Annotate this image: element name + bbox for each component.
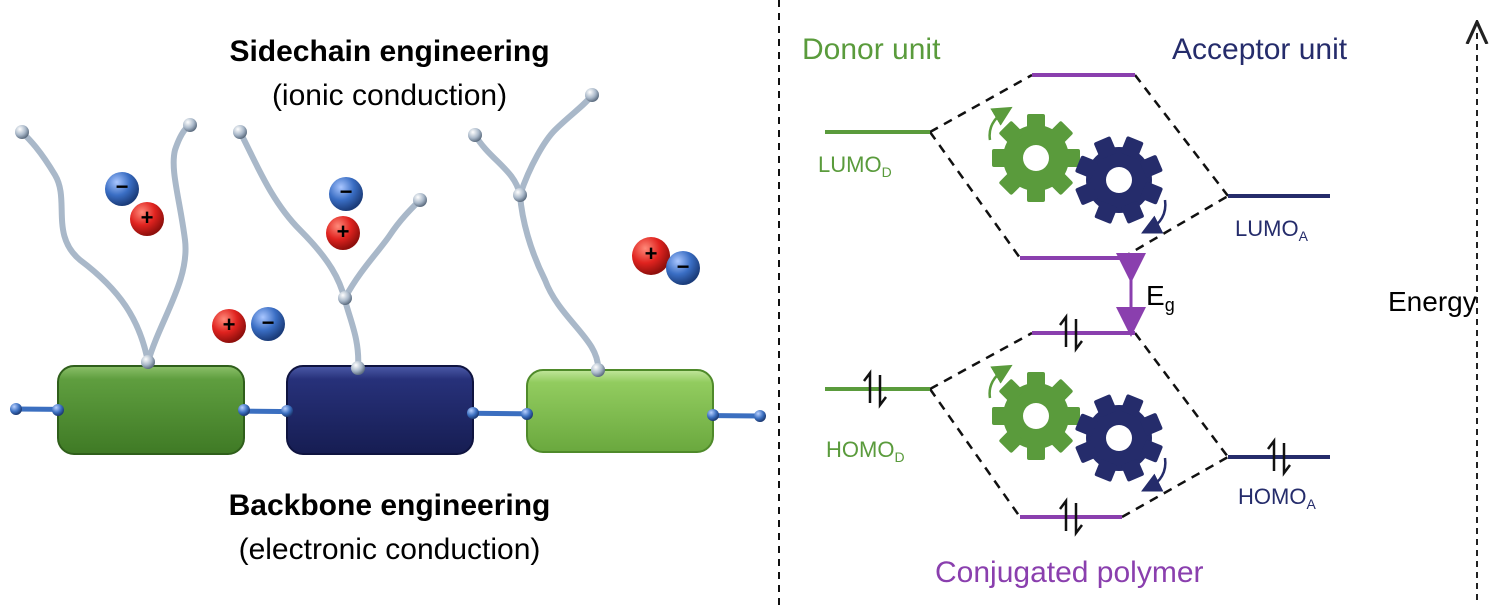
polymer-illustration — [10, 88, 766, 455]
gear-pair-bottom — [988, 364, 1167, 492]
rotation-arrow-icon — [988, 106, 1013, 141]
ion-pairs — [105, 172, 700, 343]
side-chain — [472, 132, 602, 373]
navy-gear-icon — [1075, 394, 1163, 482]
top-hexagon — [928, 73, 1229, 260]
rotation-arrow-icon — [988, 364, 1013, 399]
navy-gear-icon — [1075, 136, 1163, 224]
light-donor-block — [526, 369, 714, 453]
acceptor-unit-label: Acceptor unit — [1172, 33, 1348, 66]
homo-a-label: HOMOA — [1238, 484, 1316, 512]
lumo-d-sub: D — [881, 164, 892, 180]
spin-pair — [1059, 313, 1083, 353]
positive-sign: + — [336, 219, 350, 244]
bandgap-label: Eg — [1146, 280, 1175, 316]
side-chain — [342, 197, 423, 301]
side-chain — [517, 92, 595, 198]
homo-d-base: HOMO — [826, 437, 895, 462]
sidechain-title: Sidechain engineering — [229, 35, 550, 68]
lumo-d-base: LUMO — [818, 152, 882, 177]
acceptor-block — [286, 365, 474, 455]
backbone-subtitle: (electronic conduction) — [238, 533, 541, 566]
spin-pair — [1267, 437, 1291, 477]
donor-block — [57, 365, 245, 455]
side-chain-beads — [15, 88, 605, 377]
rotation-arrow-icon — [1141, 457, 1167, 492]
negative-sign: − — [261, 310, 275, 335]
side-chain — [237, 129, 362, 371]
side-chain — [19, 129, 151, 365]
sidechain-subtitle: (ionic conduction) — [271, 79, 508, 112]
bandgap-sub: g — [1164, 295, 1175, 315]
ion-pair — [105, 172, 164, 236]
lumo-a-sub: A — [1298, 228, 1308, 244]
bandgap-base: E — [1146, 280, 1165, 311]
ion-pair — [212, 307, 285, 343]
lumo-a-label: LUMOA — [1235, 216, 1308, 244]
side-chain — [145, 122, 193, 365]
backbone-title: Backbone engineering — [228, 489, 551, 522]
gear-pair-top — [988, 106, 1167, 234]
negative-sign: − — [115, 174, 129, 199]
spin-pair — [863, 369, 887, 409]
lumo-d-label: LUMOD — [818, 152, 892, 180]
electron-pairs — [863, 313, 1291, 537]
backbone-beads — [10, 403, 766, 422]
homo-a-sub: A — [1306, 496, 1316, 512]
homo-d-label: HOMOD — [826, 437, 905, 465]
positive-sign: + — [644, 241, 658, 266]
ion-pair — [326, 177, 363, 250]
ion-pair — [632, 237, 700, 285]
negative-sign: − — [676, 254, 690, 279]
side-chains — [19, 92, 602, 373]
homo-d-sub: D — [894, 449, 905, 465]
bottom-hexagon — [928, 331, 1229, 519]
spin-pair — [1059, 497, 1083, 537]
positive-sign: + — [140, 205, 154, 230]
rotation-arrow-icon — [1141, 199, 1167, 234]
positive-sign: + — [222, 312, 236, 337]
conjugated-polymer-label: Conjugated polymer — [935, 556, 1204, 589]
green-gear-icon — [992, 372, 1080, 460]
green-gear-icon — [992, 114, 1080, 202]
donor-unit-label: Donor unit — [802, 33, 941, 66]
lumo-a-base: LUMO — [1235, 216, 1299, 241]
energy-axis-label: Energy — [1388, 286, 1477, 317]
homo-a-base: HOMO — [1238, 484, 1307, 509]
negative-sign: − — [339, 179, 353, 204]
